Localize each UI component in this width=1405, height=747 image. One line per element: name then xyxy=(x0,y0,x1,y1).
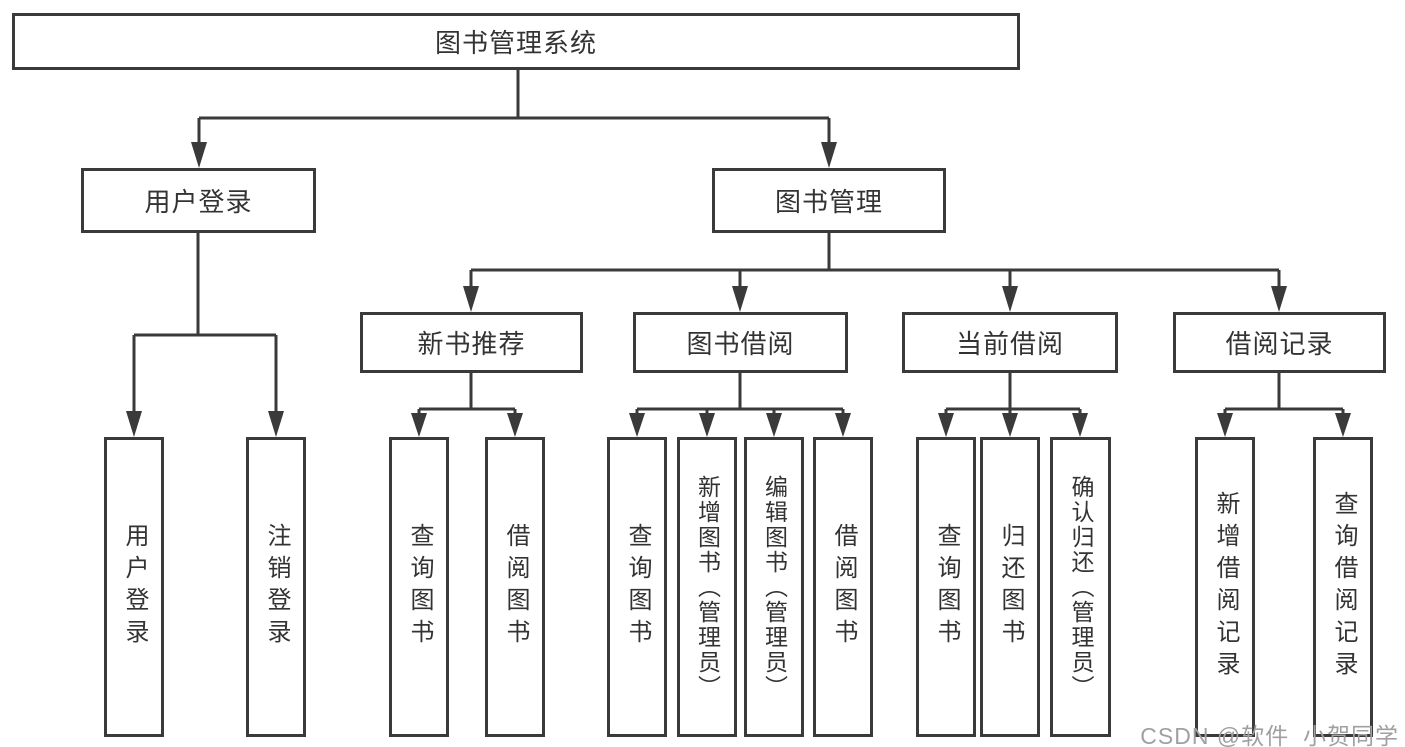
leaf-borrow-books-2-label: 借阅图书 xyxy=(830,523,857,651)
node-book-borrow-label: 图书借阅 xyxy=(686,329,795,359)
leaf-add-borrow-record-label: 新增借阅记录 xyxy=(1212,491,1239,683)
leaf-query-books-1: 查询图书 xyxy=(389,437,449,737)
leaf-query-borrow-record-label: 查询借阅记录 xyxy=(1330,491,1357,683)
node-book-management: 图书管理 xyxy=(712,168,946,233)
arrowheads xyxy=(126,142,1351,437)
node-borrow-records-label: 借阅记录 xyxy=(1225,329,1334,359)
node-root-title: 图书管理系统 xyxy=(12,13,1020,70)
leaf-borrow-books-2: 借阅图书 xyxy=(813,437,873,737)
leaf-query-borrow-record: 查询借阅记录 xyxy=(1313,437,1373,737)
leaf-add-books-admin-label: 新增图书（管理员） xyxy=(694,474,721,700)
leaf-borrow-books-1-label: 借阅图书 xyxy=(502,523,529,651)
leaf-confirm-return-admin-label: 确认归还（管理员） xyxy=(1068,474,1094,700)
leaf-query-books-1-label: 查询图书 xyxy=(406,523,433,651)
leaf-return-books: 归还图书 xyxy=(980,437,1040,737)
node-current-borrow-label: 当前借阅 xyxy=(955,329,1064,359)
node-current-borrow: 当前借阅 xyxy=(902,312,1118,373)
leaf-query-books-3: 查询图书 xyxy=(916,437,976,737)
leaf-add-borrow-record: 新增借阅记录 xyxy=(1195,437,1255,737)
leaf-return-books-label: 归还图书 xyxy=(997,523,1024,651)
leaf-user-login-label: 用户登录 xyxy=(121,523,148,651)
leaf-add-books-admin: 新增图书（管理员） xyxy=(677,437,737,737)
node-root-label: 图书管理系统 xyxy=(434,28,597,58)
leaf-logout-label: 注销登录 xyxy=(263,523,290,651)
leaf-query-books-2-label: 查询图书 xyxy=(624,523,651,651)
leaf-query-books-2: 查询图书 xyxy=(607,437,667,737)
node-book-borrow: 图书借阅 xyxy=(633,312,848,373)
node-borrow-records: 借阅记录 xyxy=(1173,312,1386,373)
node-user-login: 用户登录 xyxy=(81,168,316,233)
leaf-logout: 注销登录 xyxy=(246,437,306,737)
leaf-confirm-return-admin: 确认归还（管理员） xyxy=(1050,437,1111,737)
node-new-book-recommend: 新书推荐 xyxy=(360,312,583,373)
node-new-book-recommend-label: 新书推荐 xyxy=(417,329,526,359)
watermark: CSDN @软件_小贺同学 xyxy=(1140,723,1399,747)
leaf-borrow-books-1: 借阅图书 xyxy=(485,437,545,737)
leaf-user-login: 用户登录 xyxy=(104,437,164,737)
leaf-edit-books-admin-label: 编辑图书（管理员） xyxy=(761,474,788,700)
leaf-query-books-3-label: 查询图书 xyxy=(933,523,960,651)
node-user-login-label: 用户登录 xyxy=(144,187,253,217)
leaf-edit-books-admin: 编辑图书（管理员） xyxy=(744,437,804,737)
node-book-management-label: 图书管理 xyxy=(774,187,883,217)
